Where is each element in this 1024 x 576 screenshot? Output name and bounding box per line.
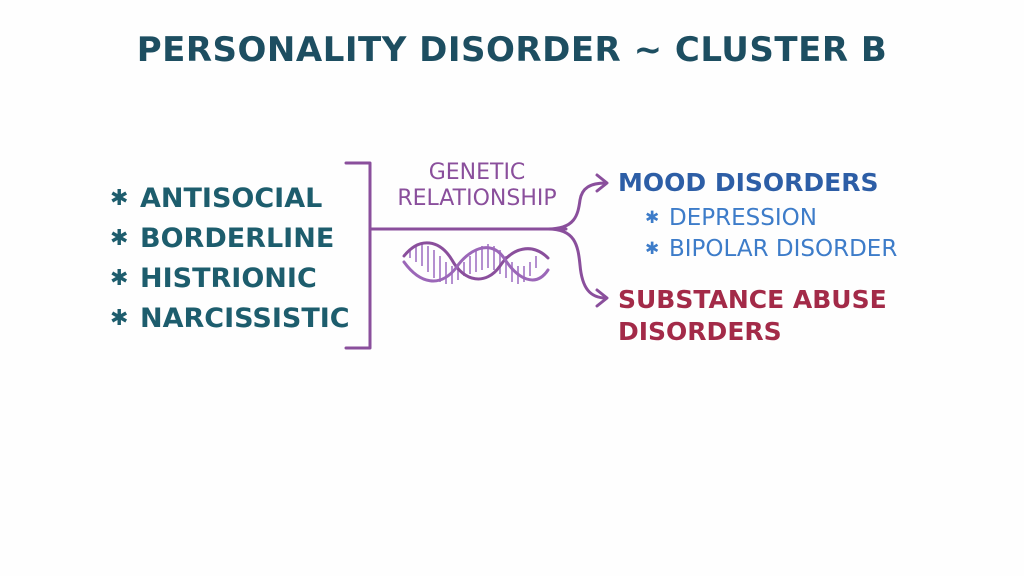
cluster-item-label: HISTRIONIC <box>140 262 317 294</box>
substance-abuse-title: SUBSTANCE ABUSE DISORDERS <box>618 284 938 348</box>
cluster-item-antisocial: ✱ ANTISOCIAL <box>110 178 350 218</box>
substance-title-line2: DISORDERS <box>618 317 782 346</box>
cluster-item-histrionic: ✱ HISTRIONIC <box>110 258 350 298</box>
asterisk-icon: ✱ <box>110 185 129 211</box>
cluster-item-label: BORDERLINE <box>140 222 335 254</box>
mood-item-label: DEPRESSION <box>669 204 817 231</box>
cluster-item-label: ANTISOCIAL <box>140 182 323 214</box>
cluster-item-narcissistic: ✱ NARCISSISTIC <box>110 298 350 338</box>
connector-branch-substance <box>546 227 608 300</box>
arrow-right-icon <box>595 288 609 308</box>
asterisk-icon: ✱ <box>645 207 660 228</box>
cluster-item-borderline: ✱ BORDERLINE <box>110 218 350 258</box>
mood-disorders-list: ✱ DEPRESSION ✱ BIPOLAR DISORDER <box>645 202 897 264</box>
page-title: PERSONALITY DISORDER ~ CLUSTER B <box>136 30 888 70</box>
genetic-label-line1: GENETIC <box>428 160 526 185</box>
mood-item-label: BIPOLAR DISORDER <box>669 235 898 262</box>
genetic-label-line2: RELATIONSHIP <box>397 186 557 211</box>
dna-helix-icon <box>402 241 550 284</box>
mood-item-bipolar: ✱ BIPOLAR DISORDER <box>645 233 897 264</box>
asterisk-icon: ✱ <box>110 265 129 291</box>
asterisk-icon: ✱ <box>110 225 129 251</box>
substance-title-line1: SUBSTANCE ABUSE <box>618 285 887 314</box>
mood-disorders-title: MOOD DISORDERS <box>618 168 879 197</box>
asterisk-icon: ✱ <box>645 238 660 259</box>
genetic-relationship-label: GENETIC RELATIONSHIP <box>382 160 572 212</box>
connector-branch-mood <box>546 181 608 231</box>
cluster-b-list: ✱ ANTISOCIAL ✱ BORDERLINE ✱ HISTRIONIC ✱… <box>110 178 350 338</box>
mood-item-depression: ✱ DEPRESSION <box>645 202 897 233</box>
arrow-right-icon <box>595 173 609 193</box>
cluster-item-label: NARCISSISTIC <box>140 302 350 334</box>
cluster-bracket <box>344 161 372 350</box>
asterisk-icon: ✱ <box>110 305 129 331</box>
